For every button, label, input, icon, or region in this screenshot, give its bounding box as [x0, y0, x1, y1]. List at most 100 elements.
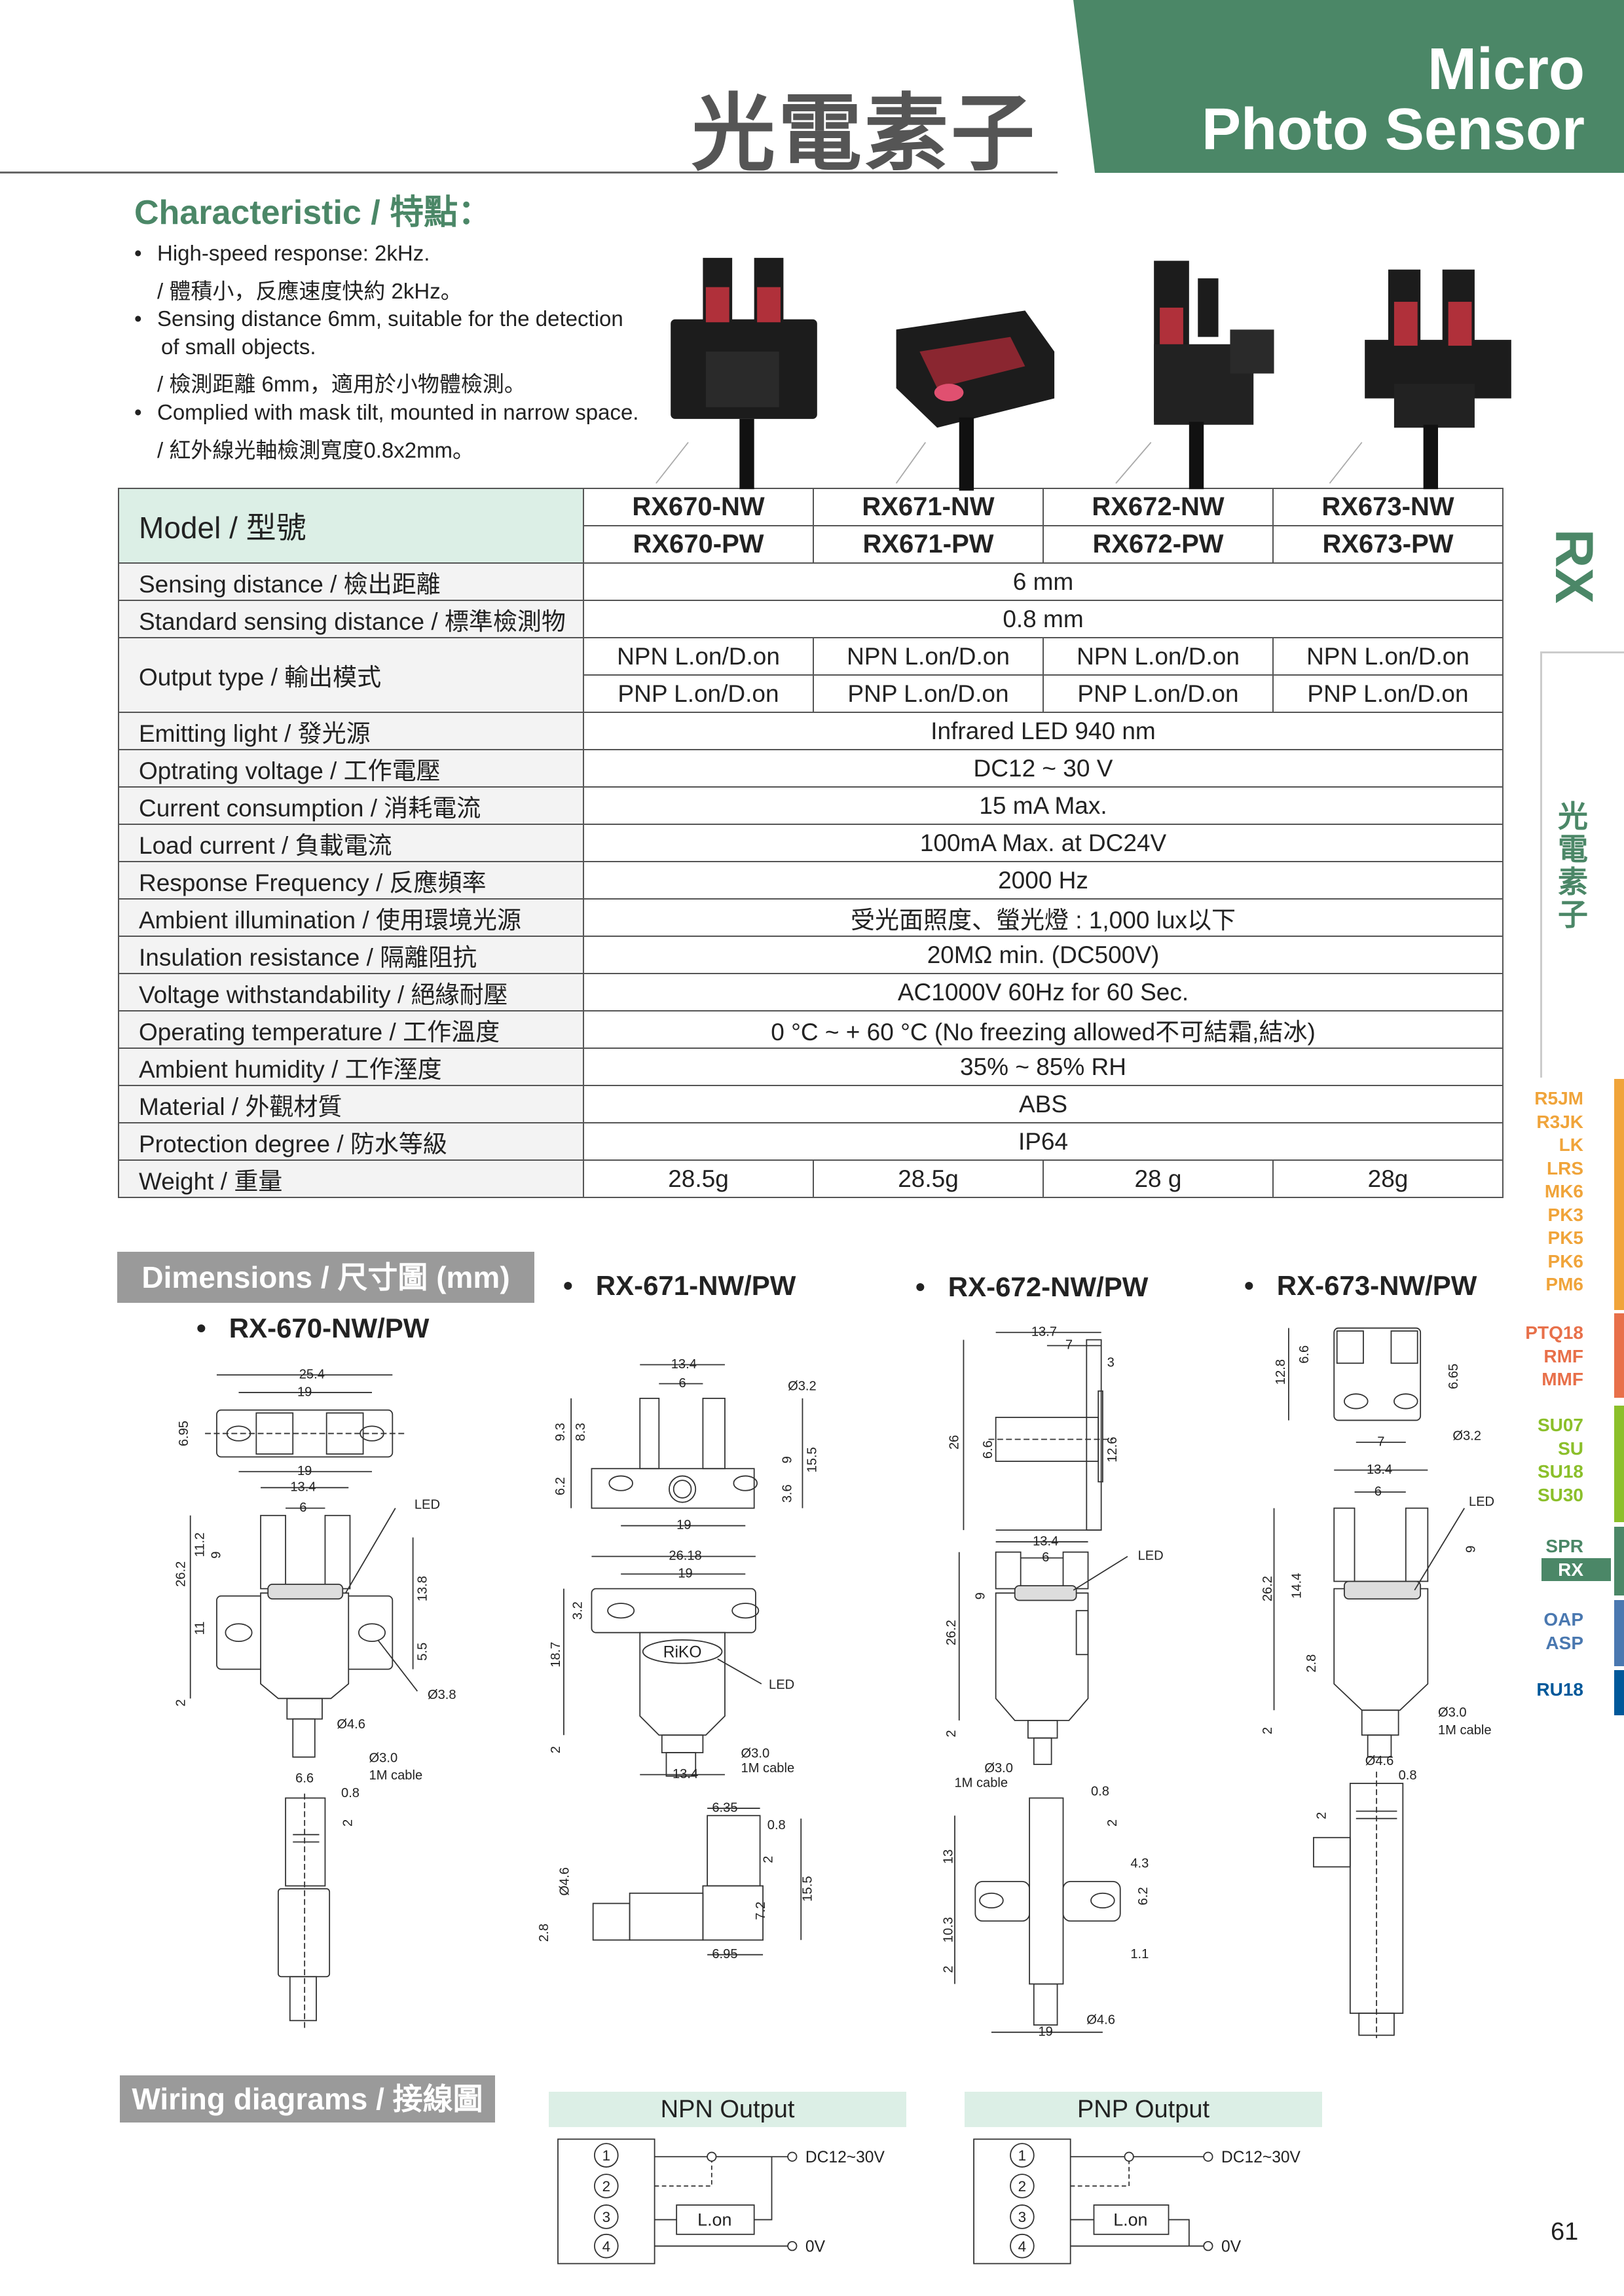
series-link-r3jk[interactable]: R3JK [1536, 1111, 1583, 1132]
wiring-section-title: Wiring diagrams / 接線圖 [120, 2075, 495, 2123]
series-link-pm6[interactable]: PM6 [1545, 1274, 1583, 1294]
dimension-label: LED [769, 1678, 794, 1692]
model-cell: RX673-PW [1272, 525, 1504, 564]
dimension-label: 19 [678, 1567, 692, 1581]
series-link-spr[interactable]: SPR [1545, 1536, 1583, 1556]
dimension-label: 26.18 [669, 1549, 701, 1563]
category-color-bar [1614, 1527, 1624, 1595]
output-cell: PNP L.on/D.on [813, 674, 1044, 713]
pin-number: 2 [602, 2178, 610, 2195]
model-cell: RX673-NW [1272, 488, 1504, 526]
series-link-ru18[interactable]: RU18 [1536, 1679, 1583, 1700]
dimension-label: 2 [1315, 1812, 1329, 1819]
dimension-drawing-rx670 [189, 1374, 418, 2028]
product-photo-rx673 [1329, 269, 1511, 490]
dimension-label: 26.2 [1261, 1576, 1275, 1601]
series-link-su07[interactable]: SU07 [1537, 1415, 1583, 1435]
dimension-label: 1M cable [954, 1776, 1008, 1790]
spec-table: Model / 型號 RX670-NW RX671-NW RX672-NW RX… [118, 488, 1504, 1198]
dimension-label: Ø3.0 [1438, 1705, 1467, 1720]
dimension-label: 13 [941, 1850, 955, 1864]
header-divider [0, 172, 1058, 173]
spec-value: ABS [583, 1085, 1504, 1123]
ground-label: 0V [1221, 2238, 1242, 2255]
dim-heading-671: • RX-671-NW/PW [563, 1270, 796, 1301]
dimension-label: 0.8 [1091, 1785, 1109, 1799]
series-link-ptq18[interactable]: PTQ18 [1525, 1322, 1583, 1343]
series-link-su18[interactable]: SU18 [1537, 1461, 1583, 1482]
series-link-lk[interactable]: LK [1559, 1135, 1583, 1155]
dimension-label: 1M cable [741, 1761, 795, 1776]
series-link-oap[interactable]: OAP [1543, 1609, 1583, 1630]
dimension-label: 9 [209, 1552, 223, 1559]
spec-label: Current consumption / 消耗電流 [118, 786, 584, 825]
spec-label: Weight / 重量 [118, 1159, 584, 1198]
load-label: L.on [697, 2210, 731, 2230]
spec-label: Voltage withstandability / 絕緣耐壓 [118, 973, 584, 1011]
dimension-label: 2 [549, 1746, 563, 1753]
spec-value: 受光面照度、螢光燈 : 1,000 lux以下 [583, 898, 1504, 937]
dimension-label: 6.35 [712, 1800, 737, 1815]
series-link-rx[interactable]: RX [1541, 1558, 1611, 1581]
table-row-output-pnp: PNP L.on/D.on PNP L.on/D.on PNP L.on/D.o… [119, 674, 1504, 713]
series-link-rmf[interactable]: RMF [1543, 1345, 1583, 1366]
characteristic-line: Sensing distance 6mm, suitable for the d… [157, 306, 623, 331]
dimension-label: Ø4.6 [1086, 2013, 1115, 2028]
weight-cell: 28 g [1043, 1159, 1274, 1198]
table-row-output: Output type / 輸出模式 NPN L.on/D.on NPN L.o… [118, 637, 1504, 713]
spec-label: Load current / 負載電流 [118, 824, 584, 862]
dimension-label: 0.8 [341, 1786, 360, 1800]
pin-number: 1 [1018, 2147, 1026, 2164]
dimension-label: 6.6 [295, 1772, 314, 1786]
characteristic-line: Complied with mask tilt, mounted in narr… [157, 400, 639, 424]
spec-value: DC12 ~ 30 V [583, 749, 1504, 788]
dimension-label: 9.3 [553, 1423, 568, 1441]
dimension-label: LED [1469, 1495, 1494, 1509]
series-link-lrs[interactable]: LRS [1547, 1157, 1583, 1178]
product-photo-rx672 [1115, 261, 1274, 490]
dimension-label: Ø3.8 [428, 1688, 456, 1702]
output-cell: PNP L.on/D.on [583, 674, 814, 713]
series-link-r5jm[interactable]: R5JM [1534, 1088, 1583, 1108]
series-link-mmf[interactable]: MMF [1541, 1369, 1583, 1389]
spec-label: Standard sensing distance / 標準檢測物 [118, 600, 584, 638]
product-photo-rx671 [895, 310, 1055, 491]
spec-label: Ambient illumination / 使用環境光源 [118, 898, 584, 937]
spec-label: Ambient humidity / 工作溼度 [118, 1048, 584, 1086]
dimension-label: 6.95 [177, 1421, 191, 1446]
dimension-label: LED [1138, 1549, 1164, 1563]
dimension-label: Ø3.2 [1452, 1429, 1481, 1443]
table-row-model: Model / 型號 RX670-NW RX671-NW RX672-NW RX… [118, 488, 1504, 564]
dimension-label: 10.3 [941, 1917, 955, 1942]
series-link-su[interactable]: SU [1558, 1438, 1583, 1459]
dimension-label: 2 [941, 1965, 955, 1973]
dimension-label: 13.4 [671, 1357, 697, 1372]
riko-logo: RiKO [663, 1644, 702, 1662]
series-link-mk6[interactable]: MK6 [1544, 1181, 1583, 1201]
bullet: • [134, 400, 142, 424]
page-number: 61 [1551, 2218, 1579, 2246]
category-color-bar [1614, 1600, 1624, 1666]
series-link-su30[interactable]: SU30 [1537, 1484, 1583, 1505]
dimension-label: 19 [297, 1385, 312, 1399]
dimension-label: 2 [1261, 1727, 1275, 1734]
spec-value: Infrared LED 940 nm [583, 712, 1504, 750]
dimension-label: 1.1 [1130, 1947, 1149, 1961]
dimension-label: 12.6 [1105, 1437, 1120, 1463]
series-link-pk5[interactable]: PK5 [1547, 1228, 1583, 1248]
dimension-label: Ø3.0 [741, 1747, 770, 1761]
dimension-label: 6.65 [1447, 1364, 1461, 1389]
series-link-pk3[interactable]: PK3 [1547, 1204, 1583, 1225]
model-cell: RX671-NW [813, 488, 1044, 526]
series-link-asp[interactable]: ASP [1545, 1632, 1583, 1653]
category-color-bar [1614, 1079, 1624, 1310]
dimension-label: Ø4.6 [1365, 1754, 1394, 1768]
series-link-pk6[interactable]: PK6 [1547, 1250, 1583, 1271]
weight-cell: 28.5g [583, 1159, 814, 1198]
dimension-label: 19 [676, 1518, 691, 1533]
dimension-label: 9 [974, 1592, 988, 1599]
